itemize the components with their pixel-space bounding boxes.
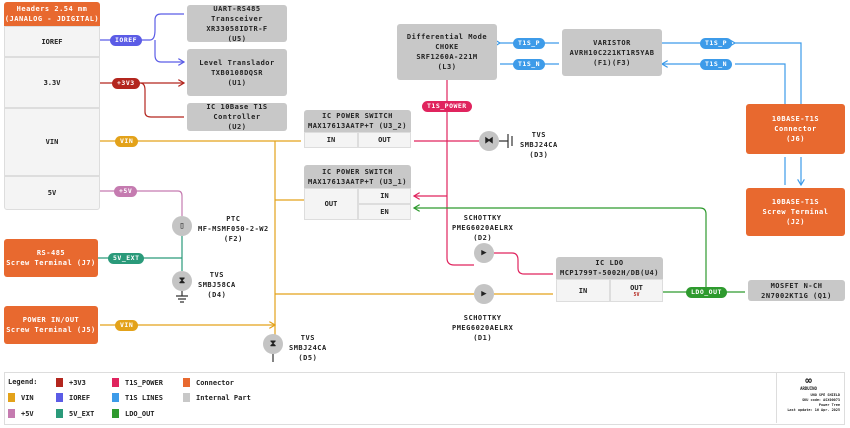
part-j5: POWER IN/OUT Screw Terminal (J5) <box>4 306 98 344</box>
u3-1-in: IN <box>358 188 411 204</box>
header-row-5v: 5V <box>4 176 100 210</box>
part-u2: IC 10Base T1S Controller (U2) <box>187 103 287 131</box>
legend-item: VIN <box>8 393 34 402</box>
legend-title: Legend: <box>8 378 38 386</box>
tvs-bidirectional-icon: ⧓ <box>479 131 499 151</box>
u3-1-title: IC POWER SWITCH MAX17613AATP+T (U3_1) <box>304 165 411 188</box>
u4-out-label: OUT <box>630 283 643 292</box>
u3-2-title: IC POWER SWITCH MAX17613AATP+T (U3_2) <box>304 110 411 132</box>
legend-item: +5V <box>8 409 34 418</box>
part-u1: Level Translador TXB0108DQSR (U1) <box>187 49 287 96</box>
wire-vin <box>100 140 553 340</box>
arduino-logo-icon: ∞ <box>805 374 812 387</box>
net-vin-j5: VIN <box>115 320 139 331</box>
part-u5: UART-RS485 Transceiver XR33058IDTR-F (U5… <box>187 5 287 43</box>
tvs-icon: ⧗ <box>263 334 283 354</box>
u4-title: IC LDO MCP1799T-5002H/DB(U4) <box>556 257 663 279</box>
header-row-vin: VIN <box>4 108 100 176</box>
wire-t1s-j6 <box>735 43 801 185</box>
part-j6: 10BASE-T1S Connector (J6) <box>746 104 845 154</box>
ground-d3 <box>499 134 513 148</box>
net-t1s-power: T1S_POWER <box>422 101 472 112</box>
u4-out-note: 5V <box>633 291 640 298</box>
legend-item: 5V_EXT <box>56 409 94 418</box>
legend-item: T1S LINES <box>112 393 163 402</box>
label-d1: SCHOTTKY PMEG6020AELRX (D1) <box>452 314 514 342</box>
u3-2-out: OUT <box>358 132 411 148</box>
tb-line: SKU code: ASX00073 <box>802 398 840 402</box>
u3-1-en: EN <box>358 204 411 220</box>
schottky-diode-icon: ▶ <box>474 243 494 263</box>
ptc-fuse-icon: ▯ <box>172 216 192 236</box>
wire-3v3 <box>100 83 184 118</box>
brand: ARDUINO <box>800 386 817 391</box>
tb-line: Power Tree <box>818 403 840 407</box>
part-l3: Differential Mode CHOKE SRF1260A-221M (L… <box>397 24 497 80</box>
legend-item: IOREF <box>56 393 90 402</box>
net-t1s-p-left: T1S_P <box>513 38 546 49</box>
tb-line: UNO SPE SHIELD <box>810 393 840 397</box>
title-block: ∞ ARDUINO UNO SPE SHIELD SKU code: ASX00… <box>776 373 843 423</box>
net-ioref: IOREF <box>110 35 143 46</box>
ground-d4 <box>176 291 188 303</box>
net-t1s-n-left: T1S_N <box>513 59 546 70</box>
label-d4: TVS SMBJ58CA (D4) <box>198 271 236 299</box>
legend-item: T1S_POWER <box>112 378 163 387</box>
net-3v3: +3V3 <box>112 78 140 89</box>
part-q1: MOSFET N-CH 2N7002KT1G (Q1) <box>748 280 845 301</box>
header-row-ioref: IOREF <box>4 26 100 57</box>
legend-item: LDO_OUT <box>112 409 155 418</box>
net-t1s-p-right: T1S_P <box>700 38 733 49</box>
part-j2: 10BASE-T1S Screw Terminal (J2) <box>746 188 845 236</box>
legend-panel <box>4 372 845 425</box>
net-ldo-out: LDO_OUT <box>686 287 727 298</box>
legend-item: Internal Part <box>183 393 251 402</box>
label-d3: TVS SMBJ24CA (D3) <box>520 131 558 159</box>
u3-2-in: IN <box>304 132 358 148</box>
u4-in: IN <box>556 279 610 302</box>
label-f2: PTC MF-MSMF050-2-W2 (F2) <box>198 215 269 243</box>
label-d2: SCHOTTKY PMEG6020AELRX (D2) <box>452 214 514 242</box>
net-t1s-n-right: T1S_N <box>700 59 733 70</box>
u3-1-out: OUT <box>304 188 358 220</box>
header-row-3v3: 3.3V <box>4 57 100 108</box>
label-d5: TVS SMBJ24CA (D5) <box>289 334 327 362</box>
tvs-icon: ⧗ <box>172 271 192 291</box>
schottky-diode-icon: ▶ <box>474 284 494 304</box>
wire-t1s-power <box>414 80 553 275</box>
legend-item: Connector <box>183 378 234 387</box>
wire-5v <box>100 190 183 216</box>
header-title: Headers 2.54 mm (JANALOG - JDIGITAL) <box>4 2 100 26</box>
tb-line: Last update: 16 Apr. 2025 <box>787 408 840 412</box>
legend-item: +3V3 <box>56 378 86 387</box>
part-varistor: VARISTOR AVRH10C221KT1R5YAB (F1)(F3) <box>562 29 662 76</box>
net-5v-ext: 5V_EXT <box>108 253 145 264</box>
net-5v: +5V <box>114 186 138 197</box>
part-j7: RS-485 Screw Terminal (J7) <box>4 239 98 277</box>
net-vin: VIN <box>115 136 139 147</box>
